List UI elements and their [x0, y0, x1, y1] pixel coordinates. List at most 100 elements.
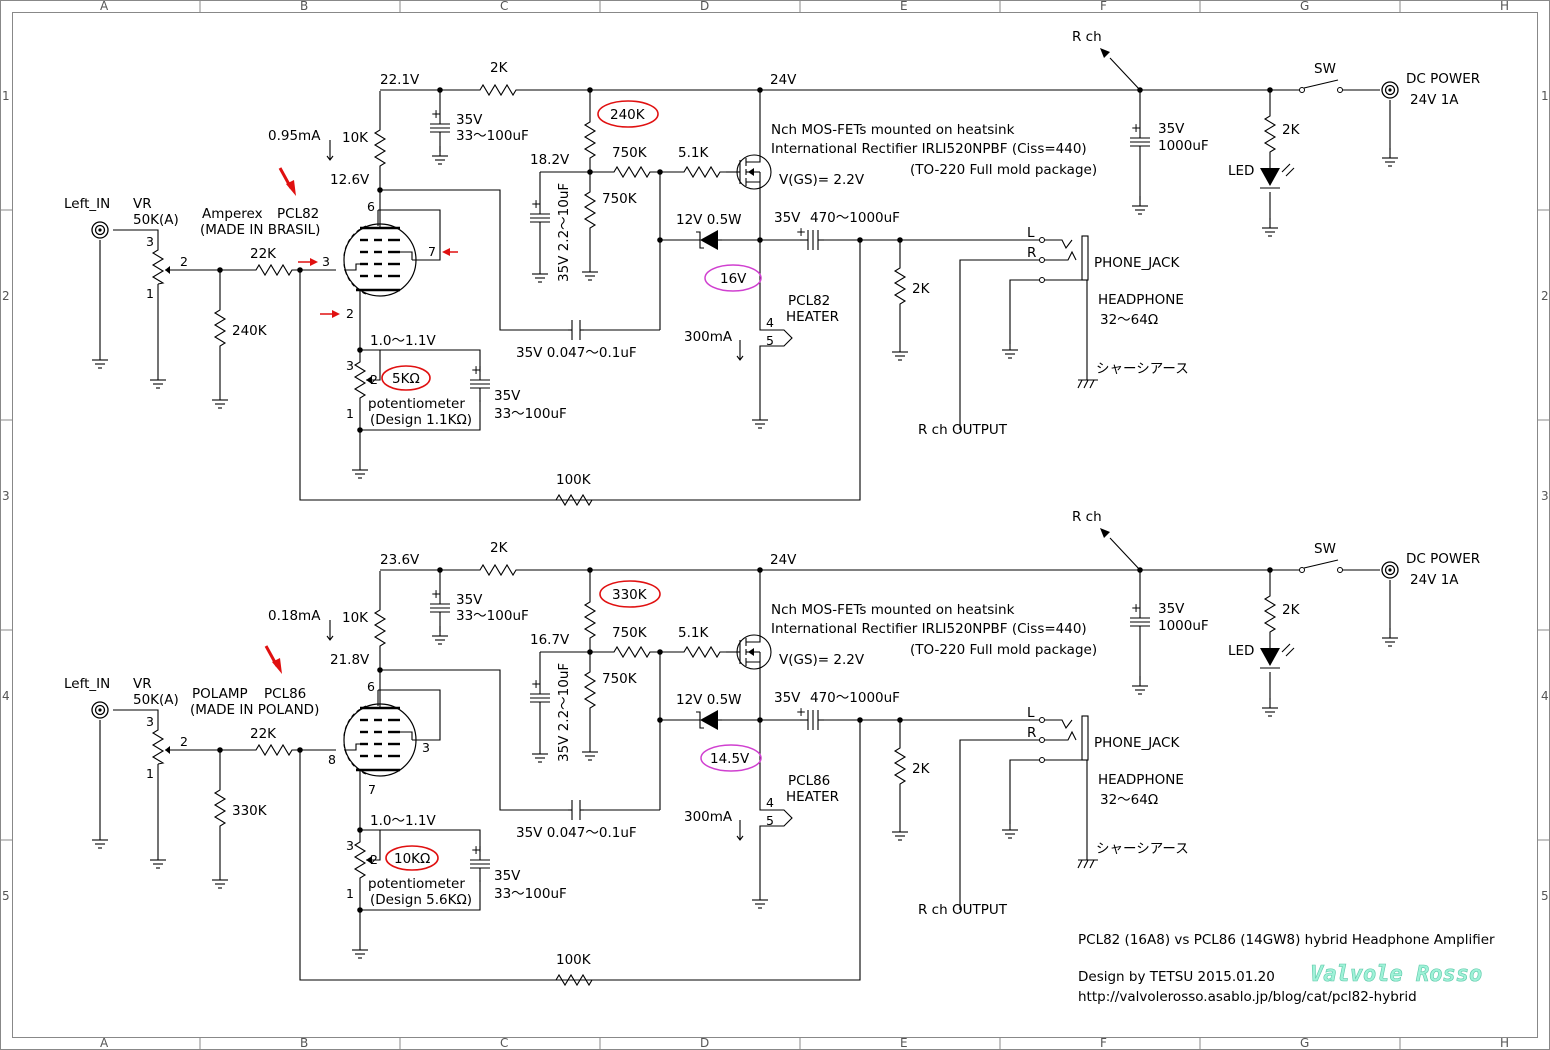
sw-label-b: SW	[1314, 541, 1336, 557]
out-cap-label-b: 470〜1000uF	[810, 690, 900, 706]
pot-label: potentiometer	[368, 396, 465, 412]
supply-voltage-label: 24V	[770, 72, 797, 88]
pin-screen: 7	[428, 244, 436, 259]
output-cap-b: +	[796, 705, 824, 730]
plate-load-label: 10K	[342, 130, 369, 146]
vgs-label-b: V(GS)= 2.2V	[779, 652, 865, 668]
col-label-h-top: H	[1500, 0, 1509, 13]
circuit-pcl82: +	[64, 29, 1480, 506]
gate-resistor	[677, 166, 727, 178]
red-annotations-b	[264, 580, 762, 871]
col-label-b-top: B	[300, 0, 308, 13]
dc-power-label: DC POWER	[1406, 71, 1480, 87]
plate-voltage-label-b: 23.6V	[380, 552, 420, 568]
vgs-label: V(GS)= 2.2V	[779, 172, 865, 188]
row-label-3-right: 3	[1541, 489, 1549, 503]
decoup-v-label: 35V	[456, 112, 483, 128]
pin-screen-b: 3	[422, 740, 430, 755]
col-label-b-bottom: B	[300, 1036, 308, 1050]
blog-url: http://valvolerosso.asablo.jp/blog/cat/p…	[1078, 989, 1417, 1005]
col-label-d-bottom: D	[700, 1036, 709, 1050]
col-label-f-top: F	[1100, 0, 1107, 13]
jack-r-label: R	[1027, 245, 1036, 261]
heater-pin4: 4	[766, 315, 774, 330]
junctions-top	[217, 87, 1273, 433]
div-top-label-b: 330K	[612, 587, 648, 603]
row-label-2-right: 2	[1541, 289, 1549, 303]
dc-spec-label: 24V 1A	[1410, 92, 1459, 108]
tube-brand-label-b: POLAMP	[192, 686, 248, 702]
out-cap-v-label: 35V	[774, 210, 801, 226]
cathode-cap-label: 33〜100uF	[494, 406, 567, 422]
led-resistor-label-b: 2K	[1282, 602, 1301, 618]
pcl86-tube	[343, 670, 417, 777]
sw-label: SW	[1314, 61, 1336, 77]
plate-voltage-label: 22.1V	[380, 72, 420, 88]
drawing-title: PCL82 (16A8) vs PCL86 (14GW8) hybrid Hea…	[1078, 932, 1495, 948]
pot-pin3: 3	[346, 358, 354, 373]
chassis-ground-b	[1077, 859, 1098, 869]
zener-diode-b	[696, 710, 722, 730]
pot-design-label-b: (Design 5.6KΩ)	[370, 892, 472, 908]
grid-leak-label-b: 330K	[232, 803, 268, 819]
pot-label-b: potentiometer	[368, 876, 465, 892]
cathode-voltage-label: 1.0〜1.1V	[370, 333, 436, 349]
col-label-a-bottom: A	[100, 1036, 109, 1050]
main-cap-label-b: 1000uF	[1158, 618, 1209, 634]
rch-output-label: R ch OUTPUT	[918, 422, 1008, 438]
tube-origin-label-b: (MADE IN POLAND)	[190, 702, 319, 718]
led-resistor	[1264, 109, 1276, 159]
jack-l-label: L	[1027, 225, 1035, 241]
gate-resistor-label-b: 5.1K	[678, 625, 709, 641]
load-resistor	[894, 261, 906, 311]
dc-power-label-b: DC POWER	[1406, 551, 1480, 567]
heater-label-b: HEATER	[786, 789, 839, 805]
led-label-b: LED	[1228, 643, 1254, 659]
coupling-cap	[568, 320, 584, 340]
power-switch	[1299, 79, 1343, 93]
coupling-cap-b	[568, 800, 584, 820]
red-annotations	[278, 100, 762, 391]
phone-jack-label: PHONE_JACK	[1094, 255, 1180, 271]
supply-voltage-label-b: 24V	[770, 552, 797, 568]
heater-tube-label: PCL82	[788, 293, 830, 309]
load-resistor-label-b: 2K	[912, 761, 931, 777]
cathode-bypass-cap	[469, 362, 491, 403]
col-label-e-top: E	[900, 0, 908, 13]
div-bottom-label-b: 750K	[602, 671, 638, 687]
left-in-label-b: Left_IN	[64, 676, 110, 692]
main-cap-v-label-b: 35V	[1158, 601, 1185, 617]
divider-top-resistor	[584, 115, 596, 165]
load-resistor-label: 2K	[912, 281, 931, 297]
pot-value-label-b: 10KΩ	[394, 851, 430, 867]
left-in-label: Left_IN	[64, 196, 110, 212]
jack-r-label-b: R	[1027, 725, 1036, 741]
mosfet-note3: (TO-220 Full mold package)	[910, 162, 1097, 178]
heater	[759, 316, 793, 356]
cathode-cap-label-b: 33〜100uF	[494, 886, 567, 902]
grid-stopper-label-b: 22K	[250, 726, 277, 742]
mosfet-b	[736, 630, 772, 672]
design-credit: Design by TETSU 2015.01.20	[1078, 969, 1275, 985]
cathode-pot	[353, 356, 372, 404]
vr-pin3-b: 3	[146, 714, 154, 729]
input-jack-b-icon	[91, 701, 109, 719]
pot-pin1-b: 1	[346, 886, 354, 901]
filter-cap-label: 35V 2.2〜10uF	[556, 183, 572, 282]
div-mid-label-b: 750K	[612, 625, 648, 641]
main-cap-label: 1000uF	[1158, 138, 1209, 154]
input-jack-icon	[91, 221, 109, 239]
decoupling-cap	[429, 106, 451, 147]
rch-output-label-b: R ch OUTPUT	[918, 902, 1008, 918]
row-label-4-left: 4	[2, 689, 10, 703]
chassis-ground	[1077, 379, 1098, 389]
svg-text:+: +	[796, 705, 806, 719]
row-label-5-left: 5	[2, 889, 10, 903]
cathode-voltage-label-b: 1.0〜1.1V	[370, 813, 436, 829]
phone-jack-label-b: PHONE_JACK	[1094, 735, 1180, 751]
vr-pin1-b: 1	[146, 766, 154, 781]
mosfet-note1-b: Nch MOS-FETs mounted on heatsink	[771, 602, 1015, 618]
cathode-cap-v-label-b: 35V	[494, 868, 521, 884]
zener-label-b: 12V 0.5W	[676, 692, 742, 708]
